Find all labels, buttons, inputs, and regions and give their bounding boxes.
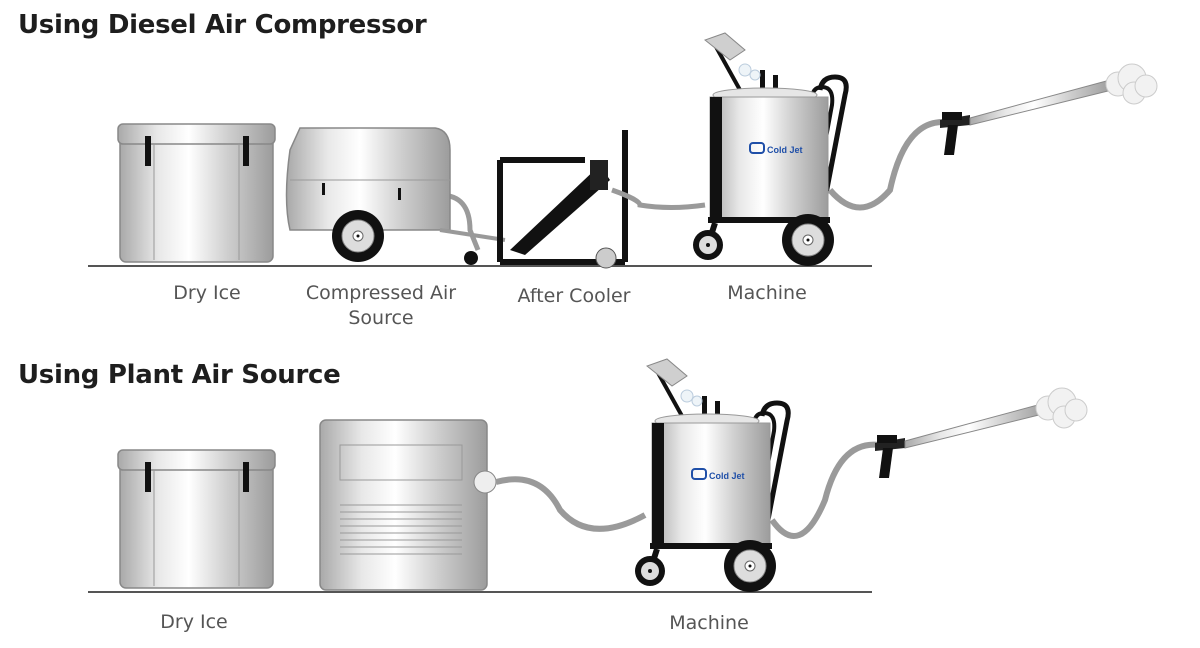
blast-gun-2 (874, 402, 1048, 479)
dry-ice-spray-cloud-1 (1105, 63, 1158, 105)
section-1-title: Using Diesel Air Compressor (18, 10, 427, 40)
dry-ice-bin-1 (117, 123, 276, 263)
section-2-title: Using Plant Air Source (18, 360, 341, 390)
hose-2 (769, 441, 881, 539)
after-cooler (497, 130, 706, 269)
label-machine-1: Machine (727, 282, 807, 304)
dry-ice-bin-2 (117, 449, 276, 589)
diesel-compressor (285, 127, 506, 265)
label-dry-ice-2: Dry Ice (160, 611, 228, 633)
hose-1 (827, 118, 946, 211)
label-machine-2: Machine (669, 612, 749, 634)
cold-jet-logo-text-2: Cold Jet (709, 471, 745, 481)
label-after-cooler: After Cooler (517, 285, 631, 307)
label-dry-ice-1: Dry Ice (173, 282, 241, 304)
blast-gun-1 (939, 79, 1113, 156)
label-compressed-air-line1: Compressed Air (305, 282, 457, 304)
plant-air-source (319, 419, 647, 591)
cold-jet-logo-text-1: Cold Jet (767, 145, 803, 155)
label-compressed-air-line2: Source (348, 307, 414, 329)
dry-ice-spray-cloud-2 (1035, 387, 1088, 429)
